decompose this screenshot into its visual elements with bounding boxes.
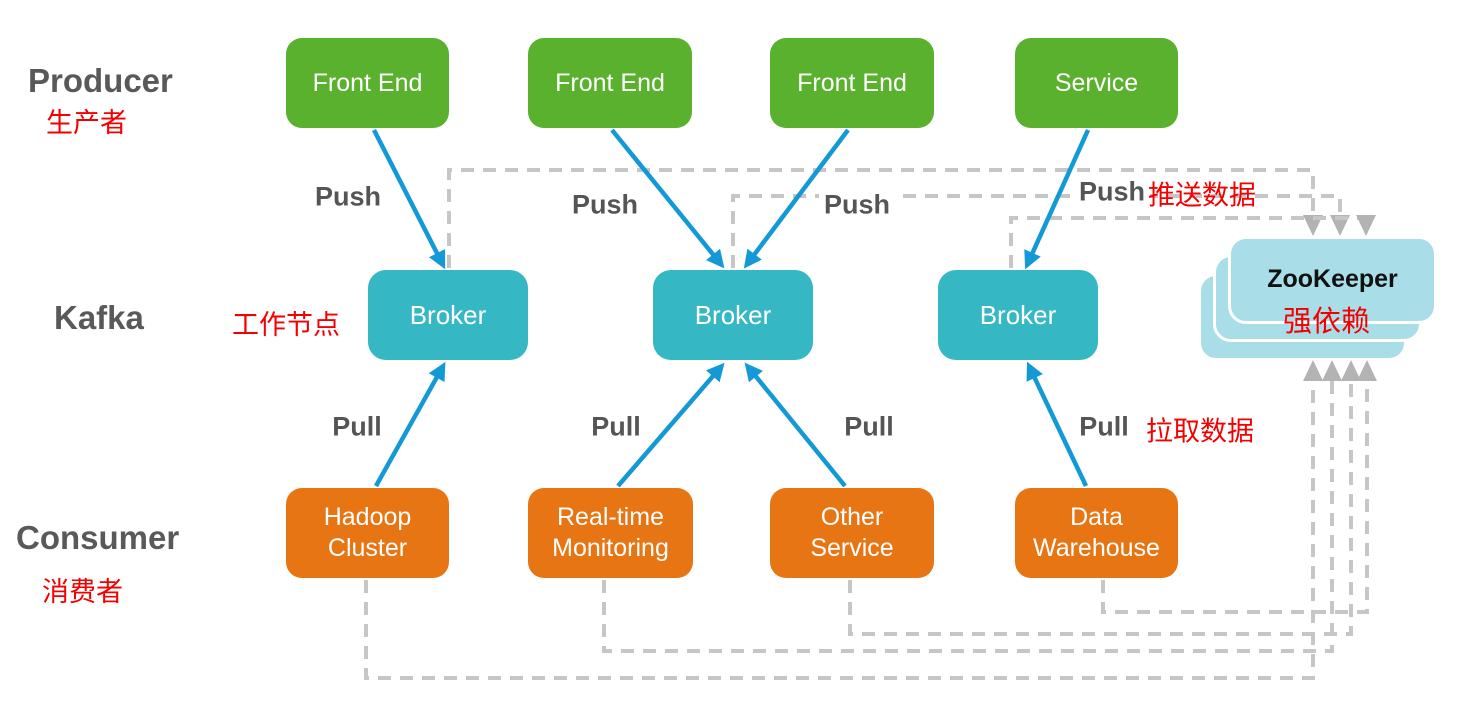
pull-label-1: Pull [327, 411, 387, 443]
pull-label-2: Pull [586, 411, 646, 443]
row-label-kafka-zh: 工作节点 [232, 310, 340, 340]
node-service: Service [1015, 38, 1178, 128]
node-broker-1: Broker [368, 270, 528, 360]
node-frontend-1: Front End [286, 38, 449, 128]
push-label-3: Push [818, 189, 896, 221]
push-label-4: Push [1073, 176, 1151, 208]
node-frontend-2: Front End [528, 38, 692, 128]
push-label-1: Push [309, 181, 387, 213]
row-label-kafka: Kafka [54, 299, 144, 336]
pull-label-4: Pull [1074, 411, 1134, 443]
pull-annotation-zh: 拉取数据 [1146, 416, 1254, 447]
row-label-producer-zh: 生产者 [46, 108, 127, 138]
zookeeper-title: ZooKeeper [1267, 265, 1398, 293]
pull-arrow-otherservice-broker2 [744, 362, 847, 488]
row-label-consumer-zh: 消费者 [42, 577, 123, 607]
push-annotation-zh: 推送数据 [1148, 180, 1256, 211]
node-data-warehouse: Data Warehouse [1015, 488, 1178, 578]
node-broker-2: Broker [653, 270, 813, 360]
node-frontend-3: Front End [770, 38, 934, 128]
zookeeper-annotation-zh: 强依赖 [1282, 306, 1370, 338]
row-label-consumer: Consumer [16, 519, 180, 556]
node-hadoop-cluster: Hadoop Cluster [286, 488, 449, 578]
node-other-service: Other Service [770, 488, 934, 578]
push-label-2: Push [566, 189, 644, 221]
pull-label-3: Pull [839, 411, 899, 443]
row-label-producer: Producer [28, 62, 173, 99]
node-broker-3: Broker [938, 270, 1098, 360]
node-realtime-monitoring: Real-time Monitoring [528, 488, 693, 578]
